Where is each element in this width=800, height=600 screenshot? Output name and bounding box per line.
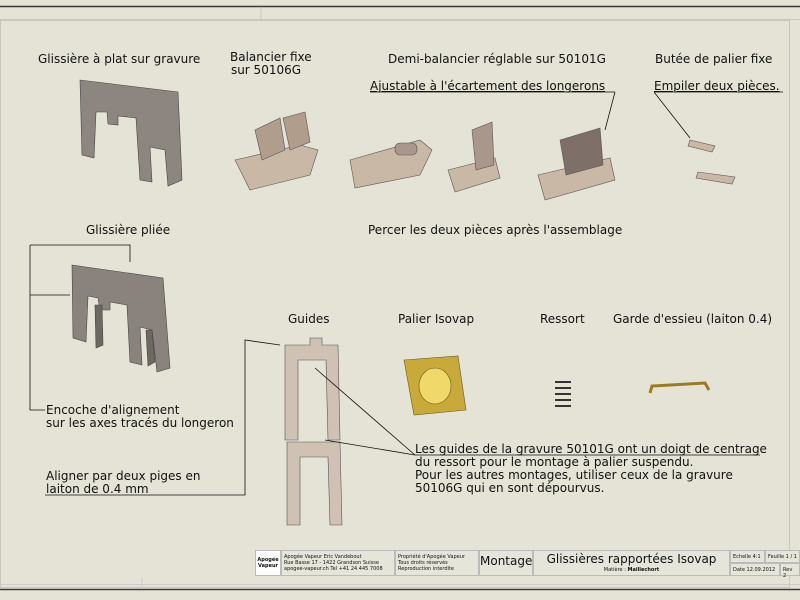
revision: Rev 2 (780, 563, 800, 579)
bent-slide-part (71, 264, 171, 373)
company-info: Apogée Vapeur Eric Vandebout Rue Basse 1… (281, 550, 395, 576)
label-adjustable-note: Ajustable à l'écartement des longerons (370, 79, 606, 93)
adjustable-rocker-parts (349, 121, 736, 201)
label-stop: Butée de palier fixe (655, 52, 773, 66)
label-spring: Ressort (540, 312, 585, 326)
logo-text: Apogée Vapeur (257, 557, 279, 569)
drawing-title: Glissières rapportées Isovap (546, 552, 717, 566)
label-line: sur 50106G (230, 63, 302, 77)
rights-info: Propriété d'Apogée Vapeur Tous droits ré… (395, 550, 479, 576)
rights-line: Reproduction interdite (398, 566, 454, 572)
rights-line: Tous droits réservés (398, 560, 448, 566)
label-line: laiton de 0.4 mm (46, 482, 149, 496)
logo: Apogée Vapeur (255, 550, 281, 576)
scale: Echelle 4:1 (730, 550, 765, 563)
drawing-type: Montage (479, 550, 533, 576)
guides-note: Les guides de la gravure 50101G ont un d… (415, 443, 767, 495)
label-line: sur les axes tracés du longeron (46, 416, 234, 430)
drawing-title-cell: Glissières rapportées Isovap Matière : M… (533, 550, 730, 576)
label-guides: Guides (288, 312, 330, 326)
fixed-rocker-part (234, 111, 319, 191)
material-label: Matière : (603, 567, 626, 573)
label-line: Encoche d'alignement (46, 403, 180, 417)
company-line: Apogée Vapeur Eric Vandebout (284, 554, 362, 560)
leader-lines (29, 91, 783, 496)
isovap-bearing (403, 355, 467, 416)
note-line: Les guides de la gravure 50101G ont un d… (415, 442, 767, 456)
guide-parts (284, 337, 343, 526)
rights-line: Propriété d'Apogée Vapeur (398, 554, 465, 560)
label-axle-guard: Garde d'essieu (laiton 0.4) (613, 312, 773, 326)
label-adjustable-rocker: Demi-balancier réglable sur 50101G (388, 52, 606, 66)
material-value: Maillechort (627, 567, 660, 573)
company-line: Rue Basse 17 - 1422 Grandson Suisse (284, 560, 379, 566)
label-stack-note: Empiler deux pièces. (654, 79, 780, 93)
label-drill-note: Percer les deux pièces après l'assemblag… (368, 223, 623, 237)
label-bearing: Palier Isovap (398, 312, 475, 326)
spring (555, 381, 571, 407)
note-line: Pour les autres montages, utiliser ceux … (415, 468, 733, 482)
label-flat-slide: Glissière à plat sur gravure (38, 52, 201, 66)
company-line: apogee-vapeur.ch Tel +41 24 445 7008 (284, 566, 383, 572)
axle-guard (648, 381, 711, 394)
note-line: du ressort pour le montage à palier susp… (415, 455, 694, 469)
flat-slide-part (79, 79, 183, 187)
label-bent-slide: Glissière pliée (86, 223, 171, 237)
note-line: 50106G qui en sont dépourvus. (415, 481, 605, 495)
sheet: Feuille 1 / 1 (765, 550, 800, 563)
date: Date 12.09.2012 (730, 563, 780, 576)
label-line: Balancier fixe (230, 50, 312, 64)
label-line: Aligner par deux piges en (46, 469, 201, 483)
